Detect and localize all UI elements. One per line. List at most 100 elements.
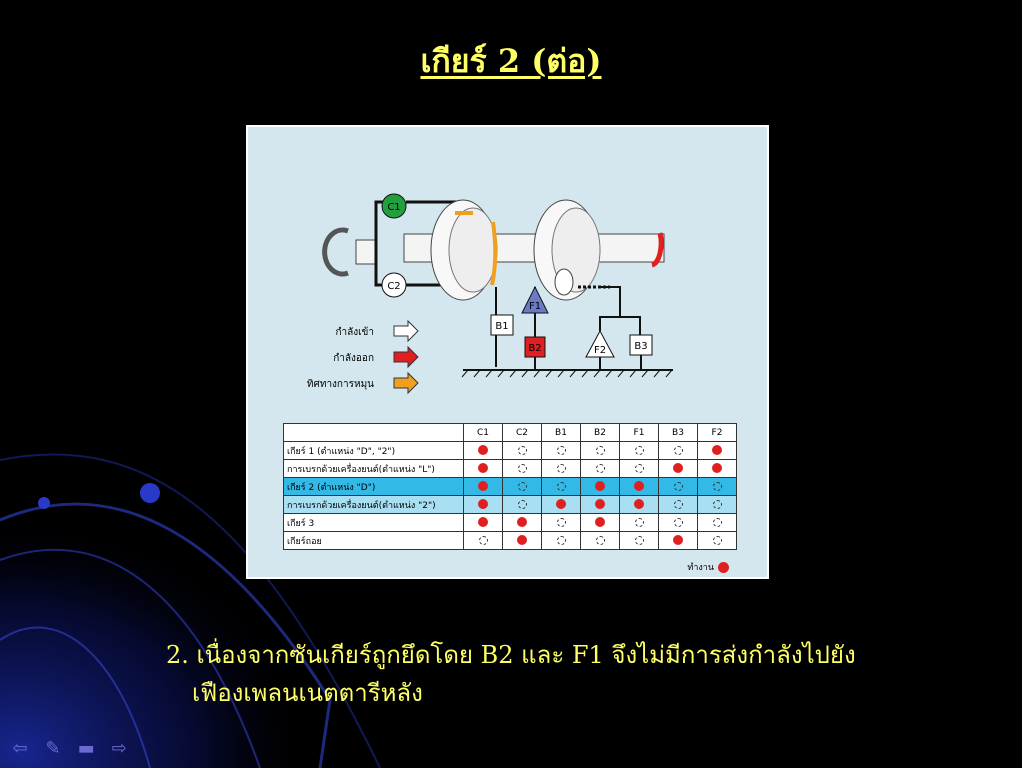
state-cell bbox=[580, 441, 620, 460]
state-cell bbox=[541, 441, 581, 460]
label-c2: C2 bbox=[387, 281, 400, 292]
state-cell bbox=[619, 441, 659, 460]
inactive-dot-icon bbox=[673, 445, 683, 455]
clutch-c1 bbox=[381, 193, 407, 219]
col-header: B2 bbox=[580, 423, 620, 442]
active-dot-icon bbox=[712, 445, 722, 456]
active-dot-icon bbox=[595, 517, 605, 528]
inactive-dot-icon bbox=[556, 481, 566, 491]
table-row: การเบรกด้วยเครื่องยนต์(ตำแหน่ง "2") bbox=[283, 495, 737, 514]
active-dot-icon bbox=[517, 517, 527, 528]
active-dot-icon bbox=[595, 481, 605, 492]
inactive-dot-icon bbox=[712, 517, 722, 527]
oneway-f1 bbox=[521, 285, 549, 314]
table-row: เกียร์ 2 (ตำแหน่ง "D") bbox=[283, 477, 737, 496]
legend-output-arrow bbox=[393, 345, 419, 369]
active-dot-icon bbox=[712, 463, 722, 474]
legend-input-arrow bbox=[393, 319, 419, 343]
state-cell bbox=[541, 495, 581, 514]
state-cell bbox=[658, 495, 698, 514]
state-cell bbox=[580, 513, 620, 532]
state-cell bbox=[619, 531, 659, 550]
active-dot-icon bbox=[673, 535, 683, 546]
clutch-c2 bbox=[381, 272, 407, 298]
col-header: B1 bbox=[541, 423, 581, 442]
clutch-brake-table: C1 C2 B1 B2 F1 B3 F2 เกียร์ 1 (ตำแหน่ง "… bbox=[283, 423, 737, 550]
inactive-dot-icon bbox=[634, 535, 644, 545]
prev-slide-icon[interactable]: ⇦ bbox=[12, 738, 28, 759]
state-cell bbox=[619, 513, 659, 532]
input-rotation-arrow bbox=[322, 227, 349, 277]
col-header: B3 bbox=[658, 423, 698, 442]
body-line-1: 2. เนื่องจากซันเกียร์ถูกยึดโดย B2 และ F1… bbox=[166, 641, 856, 669]
label-b1: B1 bbox=[495, 321, 508, 332]
state-cell bbox=[658, 459, 698, 478]
active-dot-icon bbox=[517, 535, 527, 546]
label-b3: B3 bbox=[634, 341, 647, 352]
active-dot-icon bbox=[478, 445, 488, 456]
label-f1: F1 bbox=[529, 301, 541, 312]
table-corner bbox=[283, 423, 464, 442]
active-dot-icon bbox=[673, 463, 683, 474]
state-cell bbox=[697, 495, 737, 514]
row-label: เกียร์ถอย bbox=[283, 531, 464, 550]
state-cell bbox=[541, 477, 581, 496]
label-b2: B2 bbox=[528, 343, 541, 354]
brake-b1 bbox=[490, 314, 514, 336]
table-header-row: C1 C2 B1 B2 F1 B3 F2 bbox=[283, 423, 737, 442]
state-cell bbox=[463, 441, 503, 460]
active-dot-icon bbox=[595, 499, 605, 510]
state-cell bbox=[502, 495, 542, 514]
table-row: เกียร์ถอย bbox=[283, 531, 737, 550]
state-cell bbox=[658, 441, 698, 460]
state-cell bbox=[463, 477, 503, 496]
state-cell bbox=[463, 495, 503, 514]
state-cell bbox=[619, 459, 659, 478]
row-label: เกียร์ 2 (ตำแหน่ง "D") bbox=[283, 477, 464, 496]
state-cell bbox=[502, 513, 542, 532]
menu-icon[interactable]: ▬ bbox=[77, 738, 95, 759]
row-label: เกียร์ 3 bbox=[283, 513, 464, 532]
gear-diagram: C1 C2 B1 F1 B2 F2 B3 bbox=[246, 125, 769, 579]
active-dot-icon bbox=[478, 517, 488, 528]
inactive-dot-icon bbox=[673, 517, 683, 527]
table-row: การเบรกด้วยเครื่องยนต์(ตำแหน่ง "L") bbox=[283, 459, 737, 478]
state-cell bbox=[619, 477, 659, 496]
state-cell bbox=[502, 477, 542, 496]
state-cell bbox=[463, 459, 503, 478]
inactive-dot-icon bbox=[517, 463, 527, 473]
state-cell bbox=[502, 441, 542, 460]
inactive-dot-icon bbox=[712, 499, 722, 509]
inactive-dot-icon bbox=[517, 499, 527, 509]
table-row: เกียร์ 3 bbox=[283, 513, 737, 532]
state-cell bbox=[658, 513, 698, 532]
state-cell bbox=[541, 531, 581, 550]
pen-icon[interactable]: ✎ bbox=[45, 738, 61, 759]
inactive-dot-icon bbox=[712, 535, 722, 545]
state-cell bbox=[541, 513, 581, 532]
input-shaft bbox=[355, 239, 377, 265]
row-label: เกียร์ 1 (ตำแหน่ง "D", "2") bbox=[283, 441, 464, 460]
active-dot-icon bbox=[556, 499, 566, 510]
active-dot-icon bbox=[634, 481, 644, 492]
active-legend-label: ทำงาน bbox=[687, 563, 714, 573]
inactive-dot-icon bbox=[634, 517, 644, 527]
state-cell bbox=[619, 495, 659, 514]
state-cell bbox=[697, 441, 737, 460]
inactive-dot-icon bbox=[634, 463, 644, 473]
state-cell bbox=[541, 459, 581, 478]
state-cell bbox=[502, 531, 542, 550]
planetary-gear-schematic: C1 C2 B1 F1 B2 F2 B3 bbox=[307, 193, 673, 395]
inactive-dot-icon bbox=[595, 445, 605, 455]
col-header: C2 bbox=[502, 423, 542, 442]
row-label: การเบรกด้วยเครื่องยนต์(ตำแหน่ง "2") bbox=[283, 495, 464, 514]
state-cell bbox=[580, 531, 620, 550]
next-slide-icon[interactable]: ⇨ bbox=[111, 738, 127, 759]
legend-output-label: กำลังออก bbox=[333, 353, 374, 364]
inactive-dot-icon bbox=[556, 535, 566, 545]
state-cell bbox=[580, 495, 620, 514]
slide-title: เกียร์ 2 (ต่อ) bbox=[420, 42, 602, 80]
state-cell bbox=[658, 477, 698, 496]
inactive-dot-icon bbox=[634, 445, 644, 455]
inactive-dot-icon bbox=[556, 463, 566, 473]
